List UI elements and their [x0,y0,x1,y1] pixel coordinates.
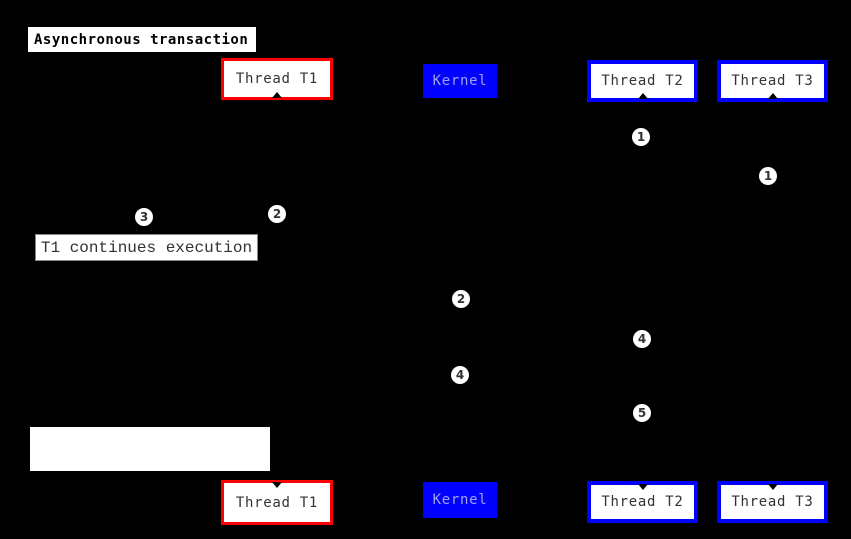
lifeline-anchor-icon [767,93,778,99]
actor-label: Kernel [432,73,488,89]
actor-label: Thread T2 [601,73,684,89]
sequence-number-badge: 2 [452,290,470,308]
note-t1-continues-execution: T1 continues execution [35,234,258,261]
sequence-number-badge: 5 [633,404,651,422]
lifeline-anchor-icon [637,484,648,490]
actor-top-thread-t2: Thread T2 [587,60,698,102]
actor-bottom-thread-t2: Thread T2 [587,481,698,523]
actor-label: Thread T2 [601,494,684,510]
actor-label: Thread T3 [731,494,814,510]
note-empty-box [30,427,270,471]
actor-bottom-kernel: Kernel [423,482,497,518]
sequence-number-badge: 1 [632,128,650,146]
sequence-number-badge: 4 [633,330,651,348]
sequence-number-badge: 3 [135,208,153,226]
lifeline-anchor-icon [767,484,778,490]
diagram-title: Asynchronous transaction [28,27,256,52]
lifeline-anchor-icon [637,93,648,99]
actor-top-thread-t1: Thread T1 [221,58,333,100]
sequence-number-badge: 2 [268,205,286,223]
actor-bottom-thread-t1: Thread T1 [221,480,333,525]
lifeline-anchor-icon [272,92,282,98]
actor-label: Thread T3 [731,73,814,89]
actor-label: Thread T1 [235,494,319,511]
actor-top-kernel: Kernel [423,64,497,98]
actor-bottom-thread-t3: Thread T3 [717,481,828,523]
sequence-number-badge: 1 [759,167,777,185]
lifeline-anchor-icon [272,482,282,488]
actor-label: Kernel [432,492,488,508]
sequence-number-badge: 4 [451,366,469,384]
actor-label: Thread T1 [235,71,319,87]
actor-top-thread-t3: Thread T3 [717,60,828,102]
